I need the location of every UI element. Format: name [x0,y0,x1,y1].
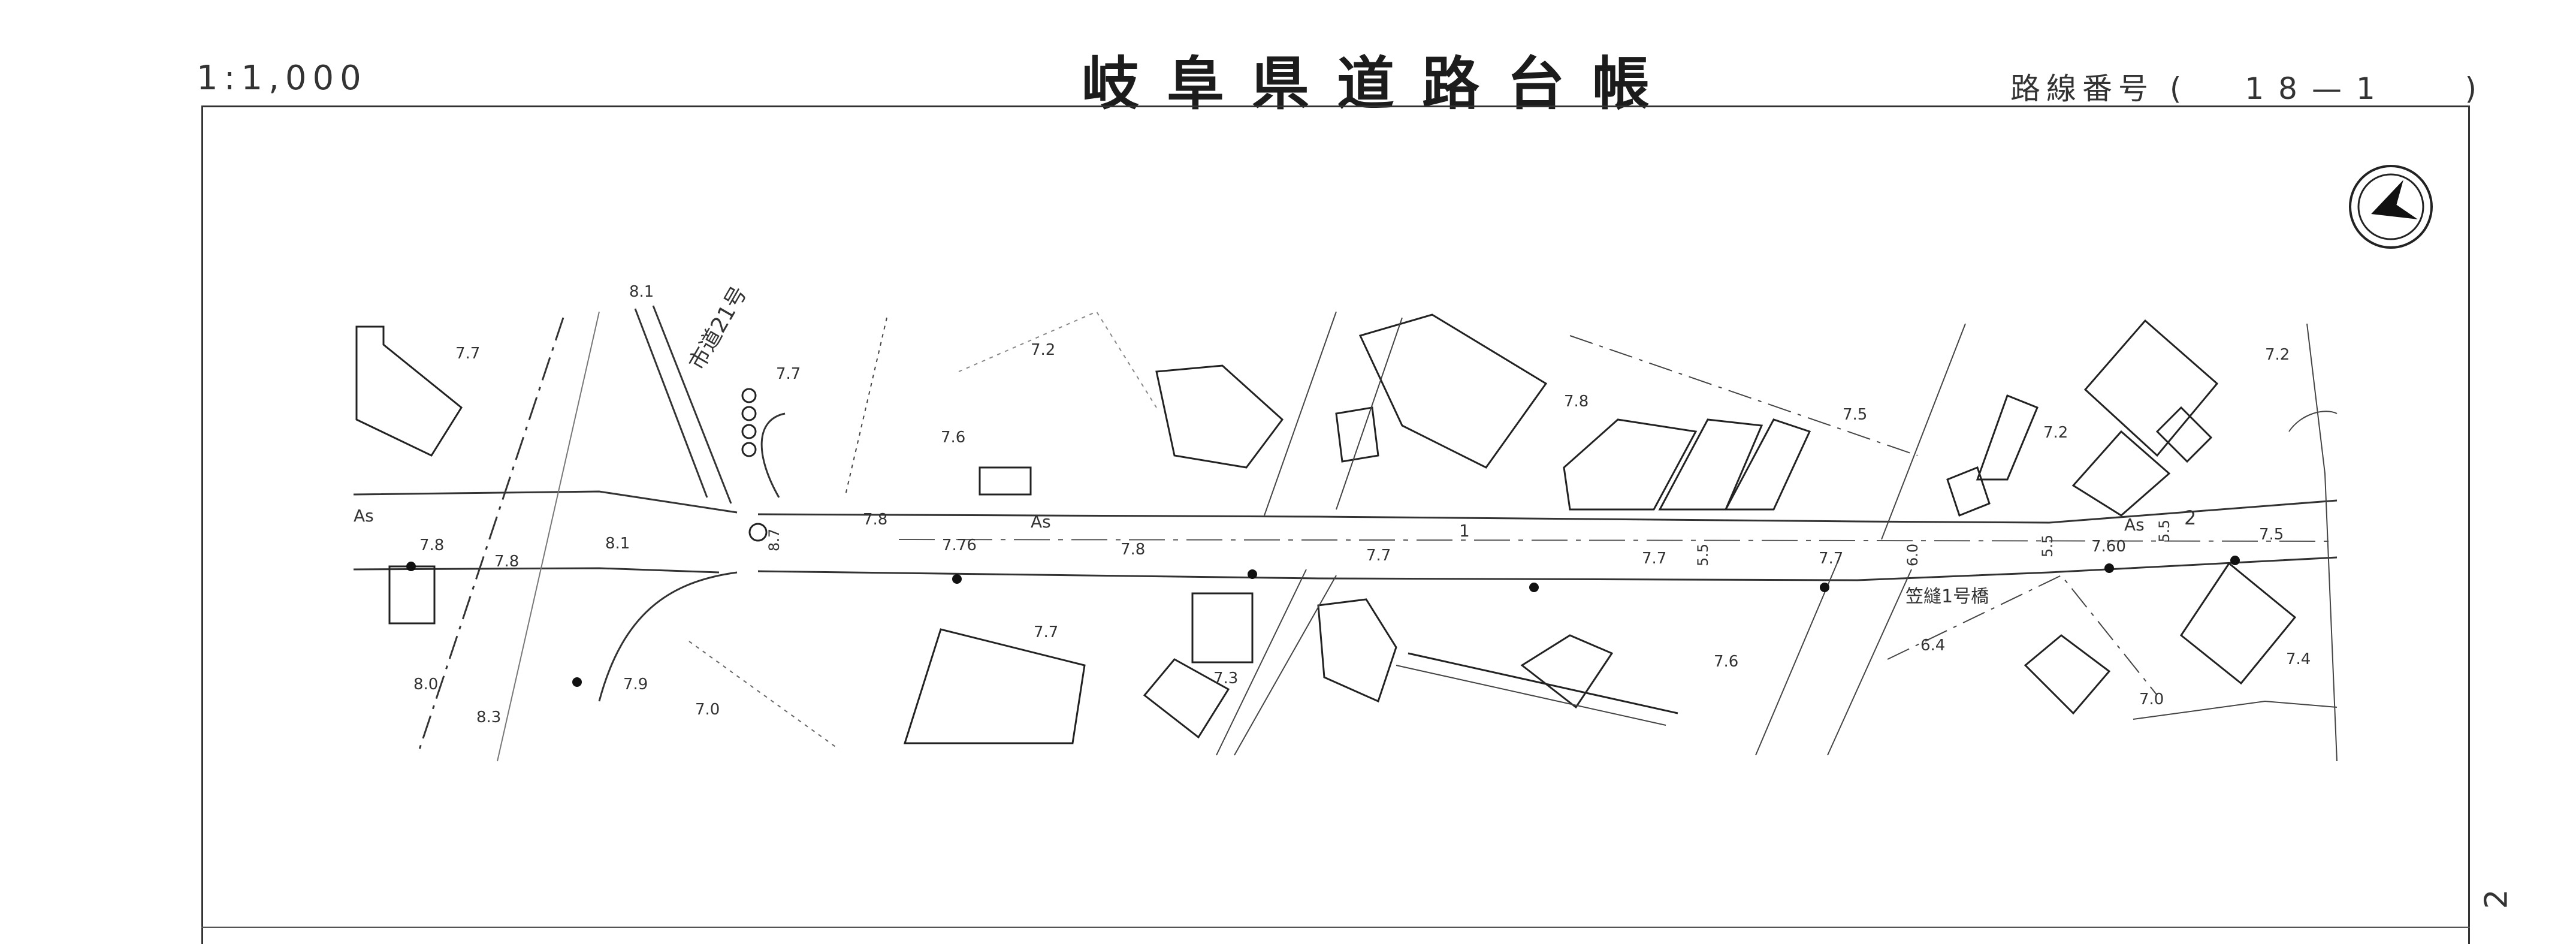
section-marker: 1 [1459,521,1470,541]
elevation-label: 7.7 [1034,623,1058,641]
route-number-value: 18—1 [2245,71,2390,106]
elevation-label: 7.6 [941,429,965,447]
road-surface-label: As [1031,512,1051,532]
width-label: 8.7 [766,529,783,551]
main-road [757,499,2338,581]
elevation-label: 7.7 [455,345,480,363]
hydrants [741,388,768,542]
elevation-label: 8.0 [413,675,438,693]
elevation-label: 7.4 [2286,650,2311,668]
route-close-paren: ) [2465,71,2483,106]
map-frame [201,105,2470,944]
elevation-label: 6.4 [1920,637,1945,655]
elevation-label: 7.8 [419,536,444,554]
elevation-label: 8.3 [476,708,501,726]
elevation-label: 7.7 [1366,547,1391,565]
elevation-label: 7.9 [623,675,648,693]
page-number: 2 [2478,889,2515,909]
elevation-label: 7.3 [1213,669,1238,687]
road-surface-label: As [2124,515,2145,535]
bridge-name: 笠縫1号橋 [1905,586,1989,607]
bottom-rule [201,927,2470,928]
elevation-label: 7.2 [2265,346,2290,364]
map-labels: As As As 市道21号 笠縫1号橋 7.7 7.7 7.2 8.1 7.6… [354,282,2311,726]
elevation-label: 7.0 [2139,690,2164,708]
boundaries [688,310,2338,762]
elevation-label: 7.2 [2043,424,2068,442]
elevation-label: 7.5 [1843,406,1867,424]
width-label: 5.5 [1695,544,1711,566]
elevation-label: 7.5 [2259,526,2284,544]
elevation-label: 7.8 [1564,393,1589,411]
elevation-label: 7.8 [494,553,519,571]
width-label: 5.5 [2039,535,2056,557]
elevation-label: 7.60 [2091,538,2126,556]
north-arrow-icon [2349,165,2433,249]
elevation-label: 7.2 [1031,341,1055,359]
utility-poles [406,556,2240,687]
cross-road [353,305,786,762]
elevation-label: 7.7 [1819,550,1843,568]
map-scale: 1:1,000 [197,59,367,98]
elevation-label: 7.7 [1642,550,1666,568]
section-marker: 2 [2184,506,2196,529]
elevation-label: 7.8 [1121,541,1145,559]
elevation-label: 8.1 [605,535,630,553]
elevation-label: 7.6 [1714,653,1738,671]
width-label: 6.0 [1904,544,1921,566]
width-label: 5.5 [2156,520,2173,542]
elevation-label: 7.0 [695,701,720,719]
road-surface-label: As [354,506,374,526]
elevation-label: 7.7 [776,365,801,383]
route-number-label: 路線番号 [2010,71,2154,106]
buildings [355,313,2297,744]
route-number: 路線番号 ( 18—1 ) [2010,65,2483,108]
elevation-label: 8.1 [629,283,654,301]
elevation-label: 7.76 [942,536,977,554]
elevation-label: 7.8 [863,511,887,529]
route-open-paren: ( [2169,71,2188,106]
side-road-name: 市道21号 [684,282,751,375]
